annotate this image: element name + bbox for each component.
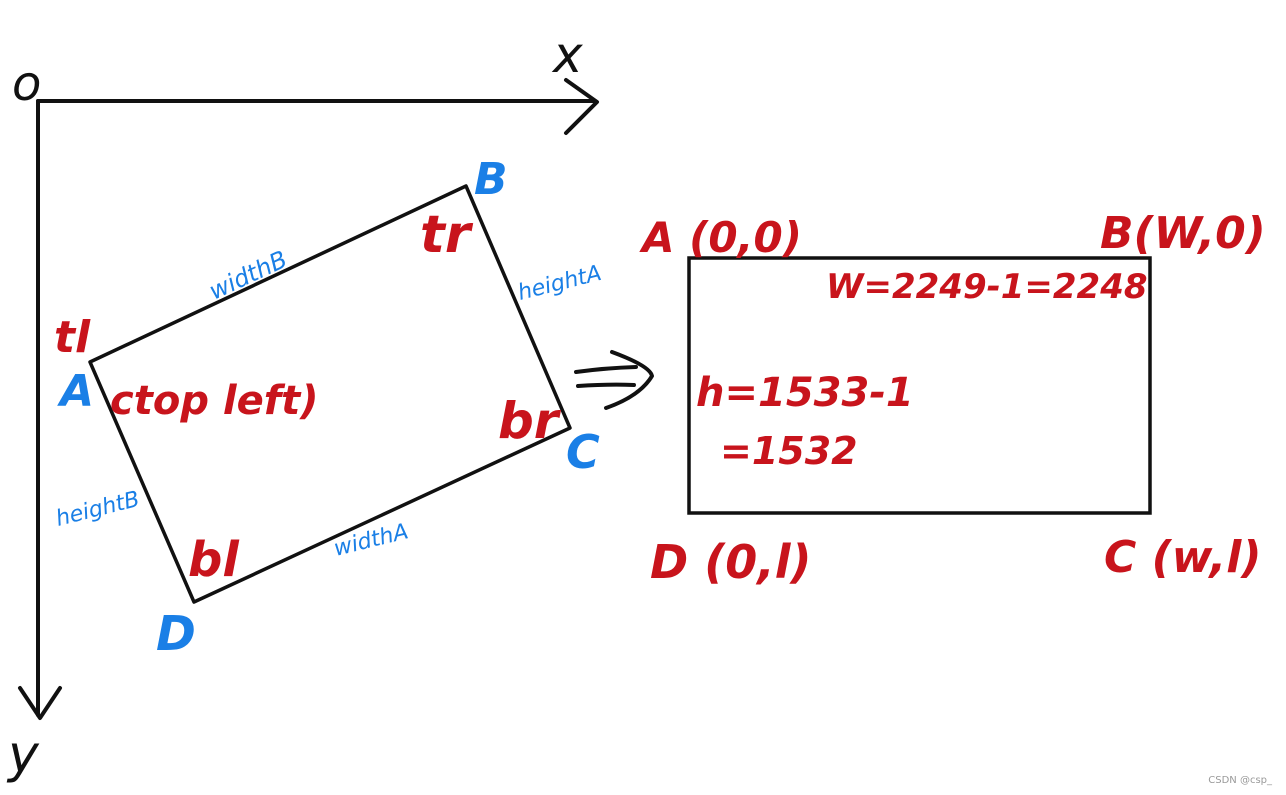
transform-arrow bbox=[574, 350, 654, 410]
tag-tl: tl bbox=[54, 312, 91, 363]
rect-corner-a: A (0,0) bbox=[639, 213, 802, 262]
x-axis-arrowhead bbox=[564, 78, 599, 135]
rotated-quadrilateral bbox=[88, 184, 572, 604]
quad-corner-a: A bbox=[57, 366, 94, 417]
rect-corner-b: B(W,0) bbox=[1100, 208, 1266, 259]
edge-label-top: widthB bbox=[205, 245, 292, 305]
origin-label: o bbox=[12, 56, 41, 112]
edge-label-bottom: widthA bbox=[331, 519, 411, 562]
y-axis-arrowhead bbox=[18, 686, 62, 720]
tag-br: br bbox=[498, 392, 562, 450]
height-equation-line-1: h=1533-1 bbox=[696, 370, 914, 416]
width-equation: W=2249-1=2248 bbox=[826, 267, 1148, 307]
transform-arrow-head bbox=[604, 350, 654, 410]
axes bbox=[18, 78, 599, 720]
quad-corner-c: C bbox=[566, 425, 600, 479]
height-equation-line-2: =1532 bbox=[720, 429, 858, 473]
rect-corner-d: D (0,l) bbox=[650, 535, 812, 589]
edge-label-left: heightB bbox=[53, 487, 142, 532]
quad-corner-b: B bbox=[474, 154, 508, 205]
rect-corner-c: C (w,l) bbox=[1104, 532, 1261, 583]
top-left-note: ctop left) bbox=[110, 378, 319, 424]
transform-arrow-line-1 bbox=[574, 365, 638, 374]
target-rectangle bbox=[687, 256, 1152, 515]
tag-tr: tr bbox=[420, 205, 474, 265]
watermark: CSDN @csp_ bbox=[1208, 775, 1272, 786]
transform-arrow-line-2 bbox=[576, 382, 636, 388]
y-axis-label: y bbox=[6, 725, 40, 785]
x-axis-label: x bbox=[551, 26, 583, 84]
tag-bl: bl bbox=[188, 532, 239, 588]
edge-label-right: heightA bbox=[515, 261, 604, 306]
quad-corner-d: D bbox=[156, 606, 196, 662]
